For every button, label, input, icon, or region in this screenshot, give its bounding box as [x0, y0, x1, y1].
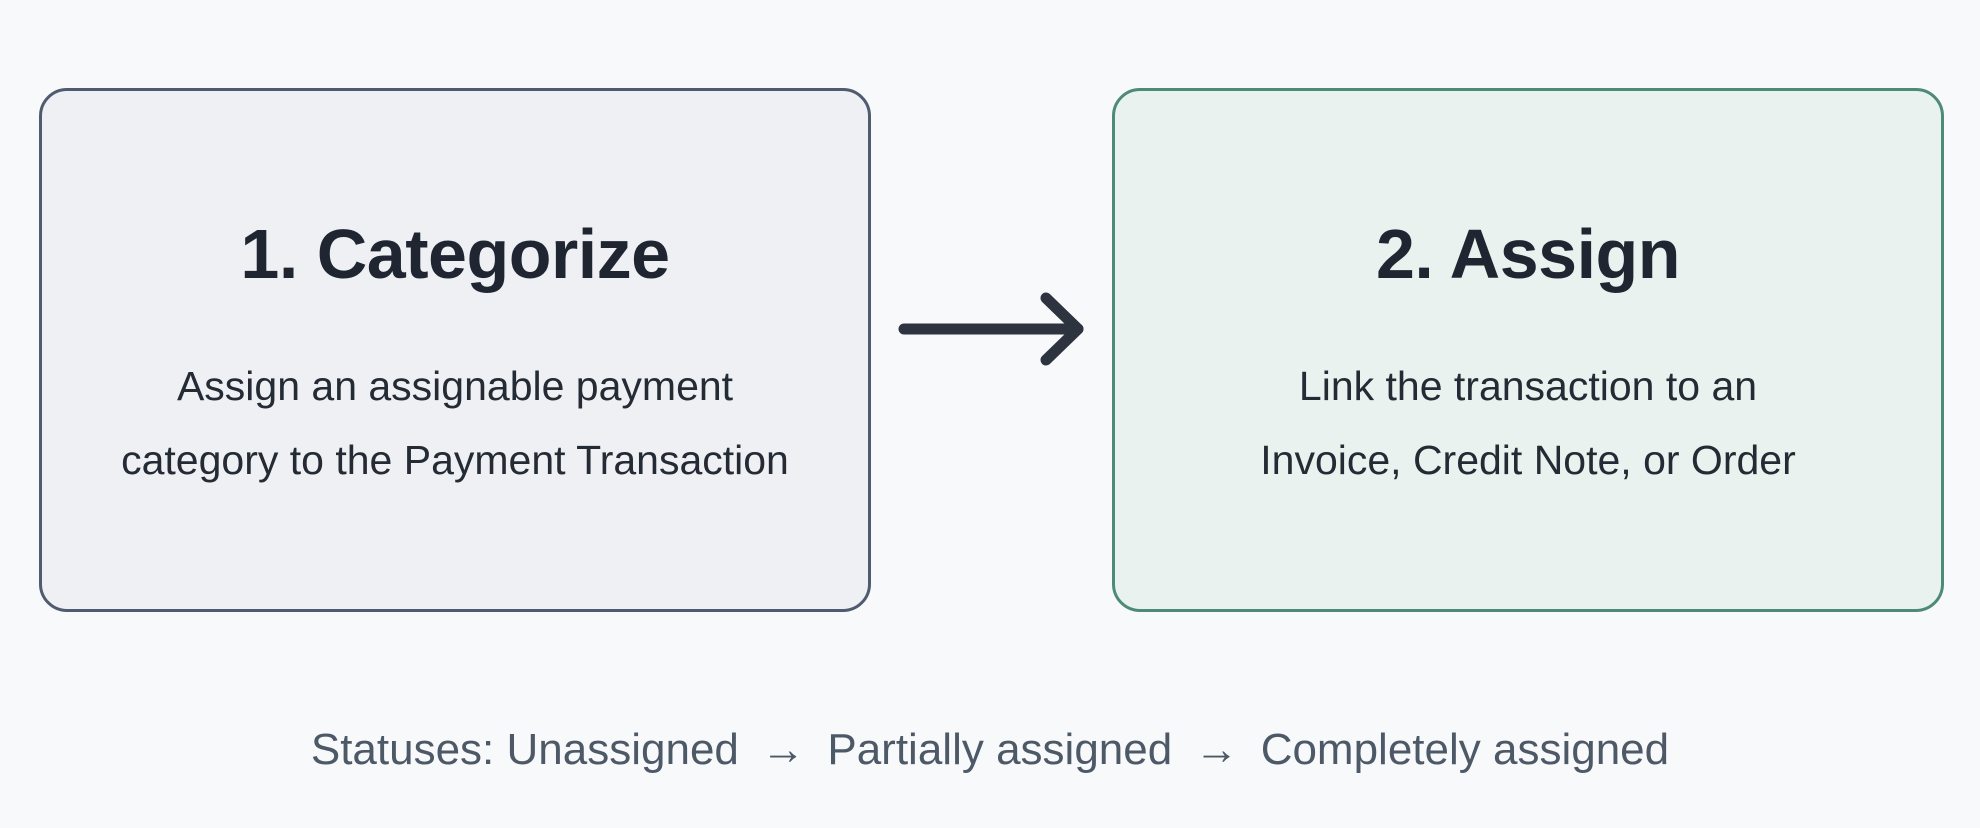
status-partially-assigned: Partially assigned — [827, 725, 1173, 774]
step-assign-description-line: Invoice, Credit Note, or Order — [1260, 437, 1796, 483]
step-assign-box: 2. Assign Link the transaction to an Inv… — [1112, 88, 1944, 612]
status-flow: Statuses: Unassigned → Partially assigne… — [0, 728, 1980, 772]
step-categorize-description: Assign an assignable payment category to… — [62, 349, 848, 497]
arrow-separator-icon: → — [761, 725, 806, 774]
status-unassigned: Unassigned — [506, 725, 739, 774]
step-categorize-box: 1. Categorize Assign an assignable payme… — [39, 88, 871, 612]
status-completely-assigned: Completely assigned — [1260, 725, 1670, 774]
step-categorize-title: 1. Categorize — [240, 215, 670, 293]
step-categorize-description-line: category to the Payment Transaction — [121, 437, 789, 483]
status-prefix: Statuses: — [310, 725, 495, 774]
step-assign-title: 2. Assign — [1375, 215, 1681, 293]
step-assign-description: Link the transaction to an Invoice, Cred… — [1135, 349, 1921, 497]
step-assign-description-line: Link the transaction to an — [1298, 363, 1758, 409]
right-arrow-icon — [898, 292, 1084, 366]
step-categorize-description-line: Assign an assignable payment — [176, 363, 734, 409]
arrow-separator-icon: → — [1194, 725, 1239, 774]
